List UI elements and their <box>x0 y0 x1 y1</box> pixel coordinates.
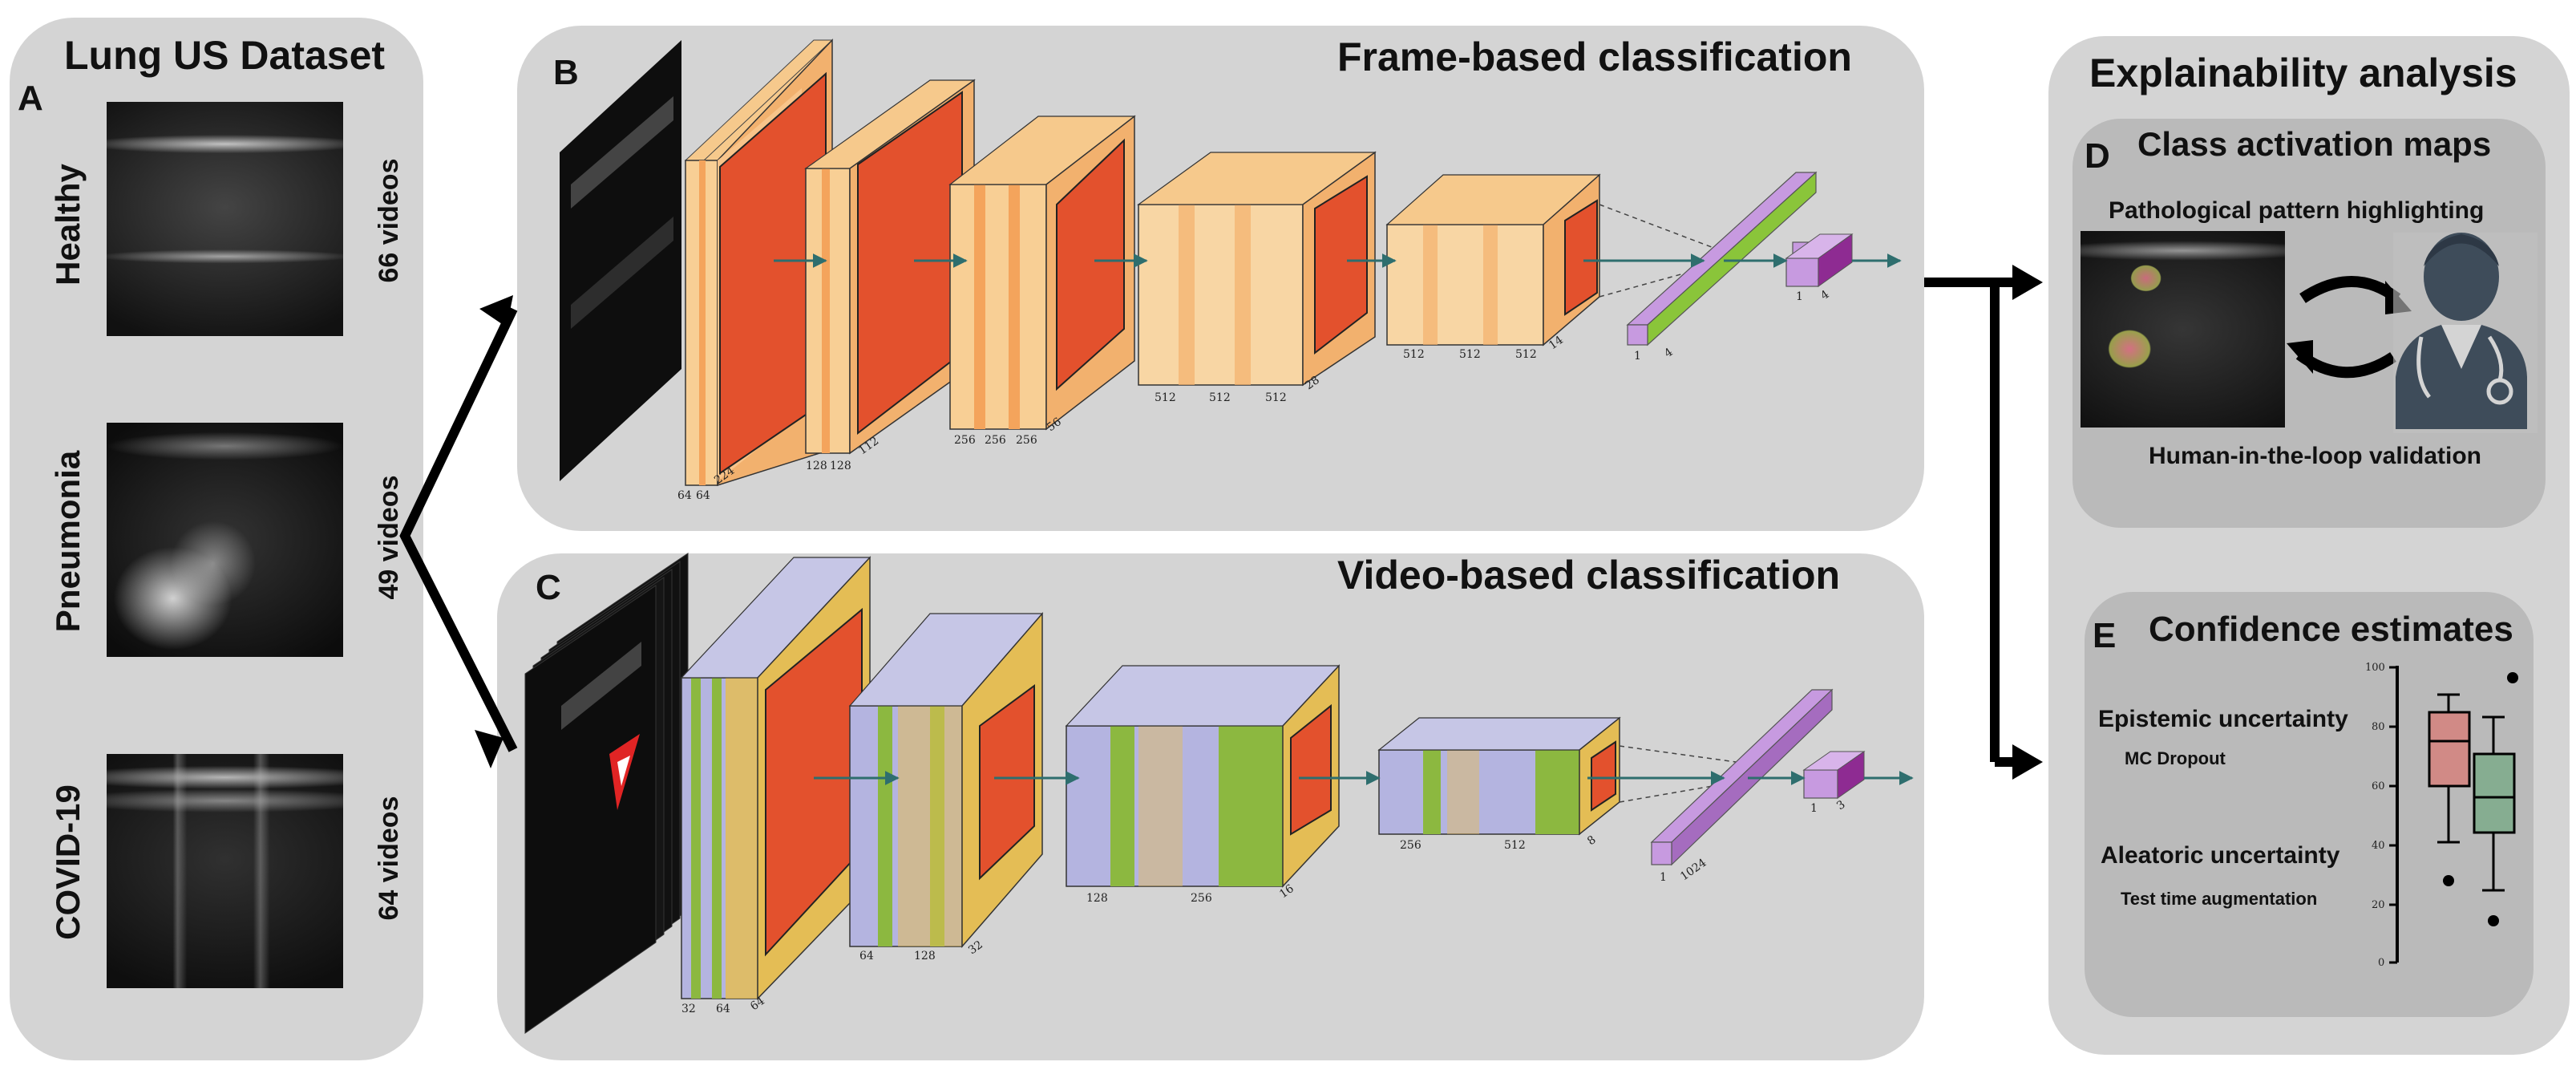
c3d-block-1 <box>680 556 871 1000</box>
lbl-frame-b3-2: 256 <box>1016 434 1037 447</box>
to-explain-arrows <box>1924 278 2020 767</box>
lbl-video-b4-2: 8 <box>1585 833 1598 848</box>
vgg-block-5 <box>1385 173 1601 346</box>
lbl-frame-b2-0: 128 <box>806 460 827 472</box>
aleatoric-method: Test time augmentation <box>2121 889 2318 909</box>
lbl-video-b2-2: 32 <box>966 938 985 957</box>
conf-panel <box>2085 592 2534 1017</box>
lbl-frame-fc2-0: 1 <box>1796 290 1803 303</box>
doctor-icon <box>2393 233 2538 433</box>
box-aleatoric <box>2473 715 2516 892</box>
lbl-frame-b3-1: 256 <box>985 434 1006 447</box>
lbl-frame-b5-1: 512 <box>1459 348 1481 361</box>
lbl-video-b1-1: 64 <box>716 1003 730 1015</box>
frame-title: Frame-based classification <box>1337 34 1852 79</box>
lbl-frame-b4-2: 512 <box>1265 391 1287 404</box>
frame-size-labels: 64 64 224 128 128 112 256 256 256 56 512… <box>677 288 1832 502</box>
ultrasound-pneumonia-image <box>107 423 343 657</box>
video-title: Video-based classification <box>1337 553 1841 598</box>
epistemic-method: MC Dropout <box>2125 748 2226 768</box>
split-arrow-line <box>399 306 518 752</box>
arrow-head-video <box>475 730 503 768</box>
lbl-frame-fc1-0: 1 <box>1634 350 1641 363</box>
ytick-40: 40 <box>2372 840 2385 852</box>
epistemic-label: Epistemic uncertainty <box>2098 706 2348 732</box>
dataset-title: Lung US Dataset <box>64 33 386 78</box>
panel-letter-c: C <box>536 568 561 607</box>
lbl-frame-b4-0: 512 <box>1155 391 1176 404</box>
lbl-video-b1-0: 32 <box>681 1003 696 1015</box>
vgg-block-3 <box>948 115 1136 431</box>
panel-letter-b: B <box>553 53 579 92</box>
cycle-arrows <box>2295 276 2401 379</box>
c3d-block-4 <box>1377 716 1621 836</box>
ultrasound-covid-image <box>107 754 343 988</box>
arrow-head-conf <box>2012 744 2043 780</box>
panel-letter-d: D <box>2085 136 2110 176</box>
lbl-video-fc1-0: 1 <box>1660 871 1667 884</box>
explain-title: Explainability analysis <box>2089 51 2517 95</box>
lbl-video-fc2-0: 1 <box>1810 802 1818 815</box>
cam-ultrasound-image <box>2081 231 2285 428</box>
cycle-arrow-head-left <box>2287 340 2313 374</box>
vgg-block-2 <box>804 79 976 455</box>
lbl-video-fc2-1: 3 <box>1834 798 1847 813</box>
video-input-stack <box>524 553 689 1034</box>
lbl-frame-b3-0: 256 <box>954 434 976 447</box>
c3d-block-3 <box>1065 664 1341 888</box>
cam-subtitle: Pathological pattern highlighting <box>2109 197 2485 224</box>
ytick-20: 20 <box>2372 899 2385 911</box>
c3d-block-2 <box>848 611 1044 949</box>
conf-title: Confidence estimates <box>2149 610 2513 649</box>
frame-output-layer <box>1785 233 1854 287</box>
arrow-head-frame <box>479 295 513 327</box>
lbl-frame-b2-1: 128 <box>830 460 851 472</box>
arrow-head-cam <box>2012 265 2043 300</box>
cam-title: Class activation maps <box>2137 125 2492 163</box>
lbl-frame-b5-0: 512 <box>1403 348 1425 361</box>
aleatoric-label: Aleatoric uncertainty <box>2101 842 2340 869</box>
confidence-boxplot: 100 80 60 40 20 0 <box>2365 662 2518 969</box>
vgg-block-4 <box>1137 151 1377 387</box>
lbl-frame-b4-1: 512 <box>1209 391 1231 404</box>
lbl-frame-fc2-1: 4 <box>1818 288 1832 302</box>
lbl-video-b3-0: 128 <box>1086 892 1108 905</box>
lbl-video-b4-0: 256 <box>1400 839 1421 852</box>
lbl-video-b2-1: 128 <box>914 950 936 962</box>
lbl-video-b2-0: 64 <box>859 950 874 962</box>
lbl-video-b3-1: 256 <box>1191 892 1212 905</box>
lbl-video-fc1-1: 1024 <box>1678 857 1709 884</box>
box-epistemic <box>2428 693 2471 844</box>
lbl-frame-b1-1: 64 <box>696 489 710 502</box>
frame-input-image <box>560 40 681 481</box>
lbl-video-b4-1: 512 <box>1504 839 1526 852</box>
lbl-frame-b5-2: 512 <box>1515 348 1537 361</box>
ultrasound-healthy-image <box>107 102 343 336</box>
vgg-block-1 <box>684 38 834 487</box>
cam-caption: Human-in-the-loop validation <box>2149 443 2481 469</box>
ytick-100: 100 <box>2365 662 2385 674</box>
ytick-60: 60 <box>2372 780 2385 792</box>
video-output-layer <box>1802 751 1866 799</box>
panel-letter-e: E <box>2093 616 2117 655</box>
ytick-80: 80 <box>2372 721 2385 733</box>
panel-letter-a: A <box>18 79 43 118</box>
lbl-frame-fc1-1: 4 <box>1662 346 1676 360</box>
dataset-to-models-arrows <box>399 306 518 752</box>
lbl-frame-b1-0: 64 <box>677 489 692 502</box>
ytick-0: 0 <box>2378 957 2384 969</box>
